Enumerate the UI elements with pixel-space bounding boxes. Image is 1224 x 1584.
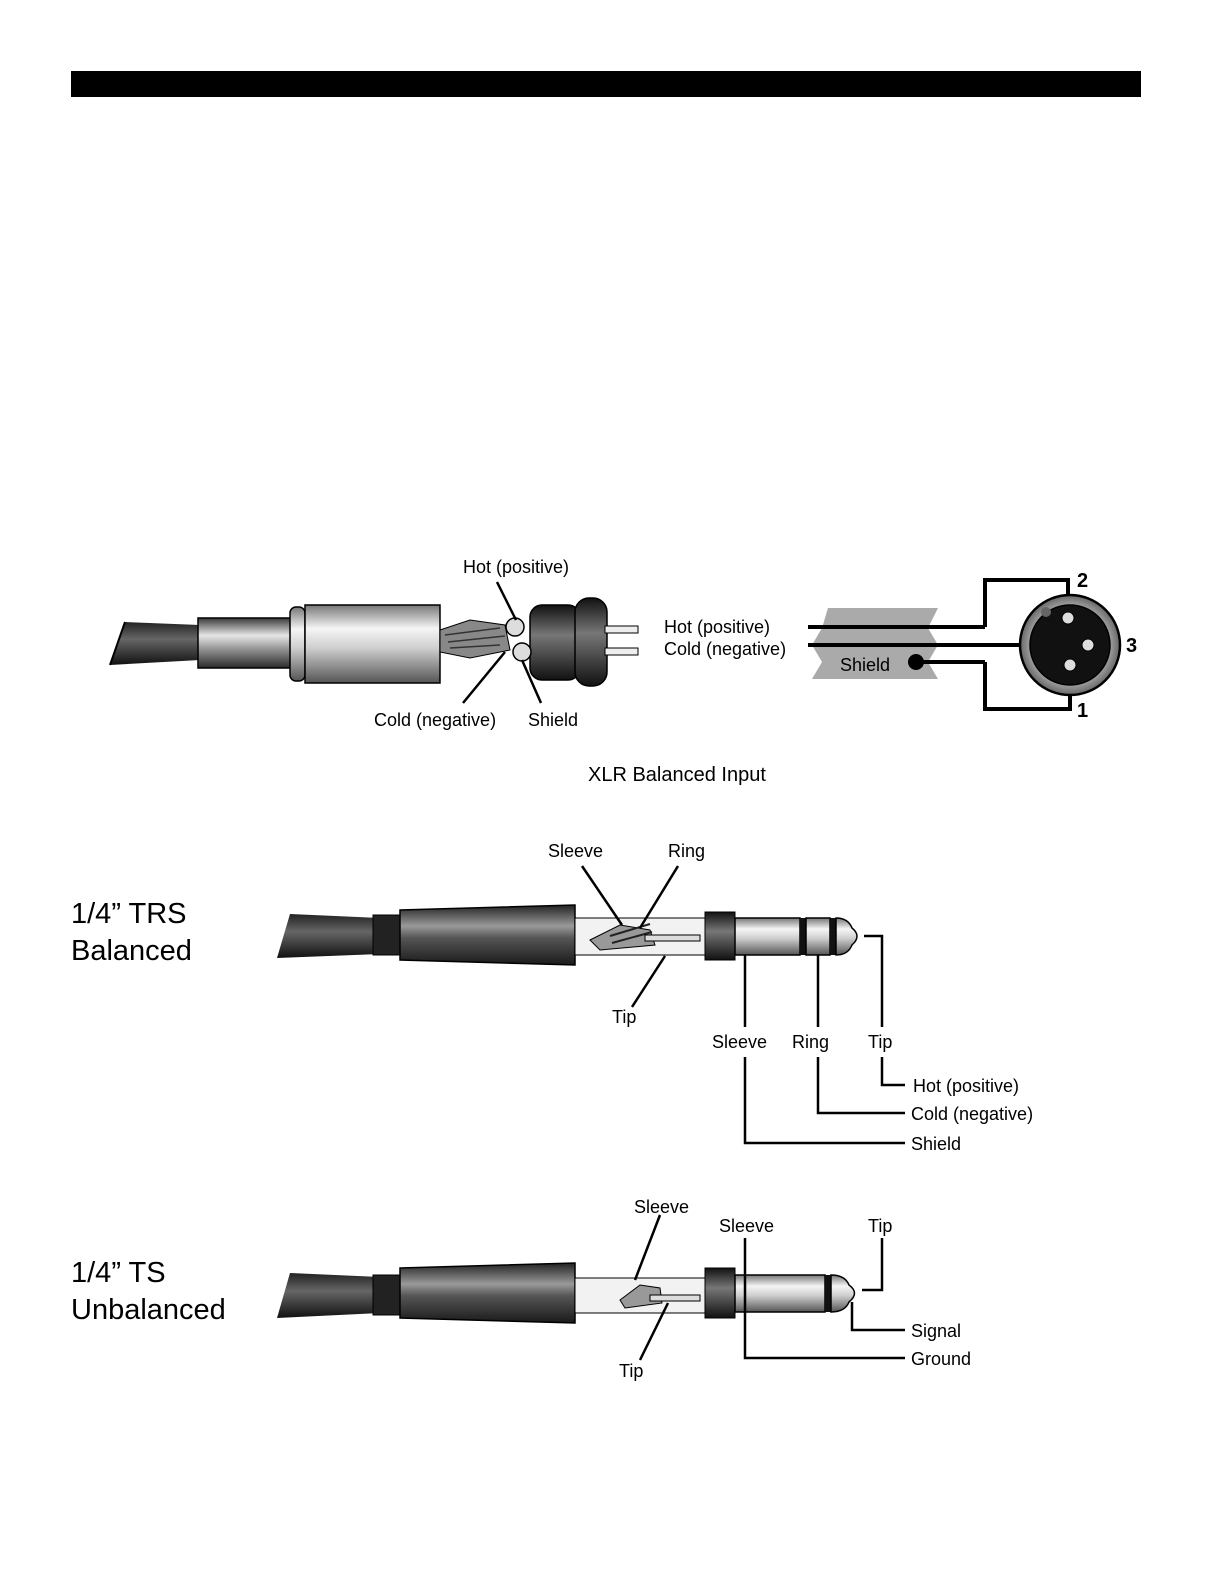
pin-3-number: 3 [1126,635,1137,657]
xlr-schematic [808,580,1120,709]
xlr-plug-cold-label: Cold (negative) [374,710,496,730]
trs-plug-illustration [277,866,905,1143]
ts-title-line1: 1/4” TS [71,1257,166,1289]
xlr-pin [605,626,638,633]
xlr-pin-3 [1082,639,1094,651]
xlr-grip-ring [290,607,305,681]
trs-boot [400,905,575,965]
ts-sleeve-contact [735,1275,825,1312]
ts-boot [400,1263,575,1323]
trs-ring-contact [806,918,830,955]
trs-title-line1: 1/4” TRS [71,898,187,930]
trs-cold-label: Cold (negative) [911,1104,1033,1124]
trs-tip-contact [836,918,857,955]
trs-sleeve-contact-label: Sleeve [712,1032,767,1052]
ts-plug-illustration [277,1215,905,1360]
trs-tip-contact-label: Tip [868,1032,892,1052]
trs-plug-ring-label: Ring [668,841,705,861]
trs-sleeve-contact [735,918,800,955]
xlr-pin [605,648,638,655]
ts-plug-sleeve-label: Sleeve [634,1197,689,1217]
xlr-boot [198,618,293,668]
trs-ring-contact-label: Ring [792,1032,829,1052]
xlr-schematic-cold-label: Cold (negative) [664,639,786,659]
trs-cable [277,914,380,958]
pin-1-number: 1 [1077,700,1088,722]
xlr-plug-shield-label: Shield [528,710,578,730]
trs-plug-sleeve-label: Sleeve [548,841,603,861]
ts-title-line2: Unbalanced [71,1294,226,1326]
xlr-plug-hot-label: Hot (positive) [463,557,569,577]
ts-cable [277,1273,380,1318]
ts-ground-label: Ground [911,1349,971,1369]
shield-solder-point [908,654,924,670]
ts-plug-tip-label: Tip [619,1361,643,1381]
xlr-caption: XLR Balanced Input [588,764,766,786]
trs-shield-label: Shield [911,1134,961,1154]
trs-hot-label: Hot (positive) [913,1076,1019,1096]
ts-signal-label: Signal [911,1321,961,1341]
xlr-pin-1 [1064,659,1076,671]
trs-plug-tip-label: Tip [612,1007,636,1027]
pin-2-number: 2 [1077,570,1088,592]
xlr-insert [530,605,580,680]
ts-tip-contact-label: Tip [868,1216,892,1236]
xlr-plug-illustration [110,582,638,703]
xlr-schematic-hot-label: Hot (positive) [664,617,770,637]
xlr-pin-2 [1062,612,1074,624]
ts-sleeve-contact-label: Sleeve [719,1216,774,1236]
xlr-schematic-shield-label: Shield [840,655,890,675]
trs-title-line2: Balanced [71,935,192,967]
xlr-shell [305,605,440,683]
